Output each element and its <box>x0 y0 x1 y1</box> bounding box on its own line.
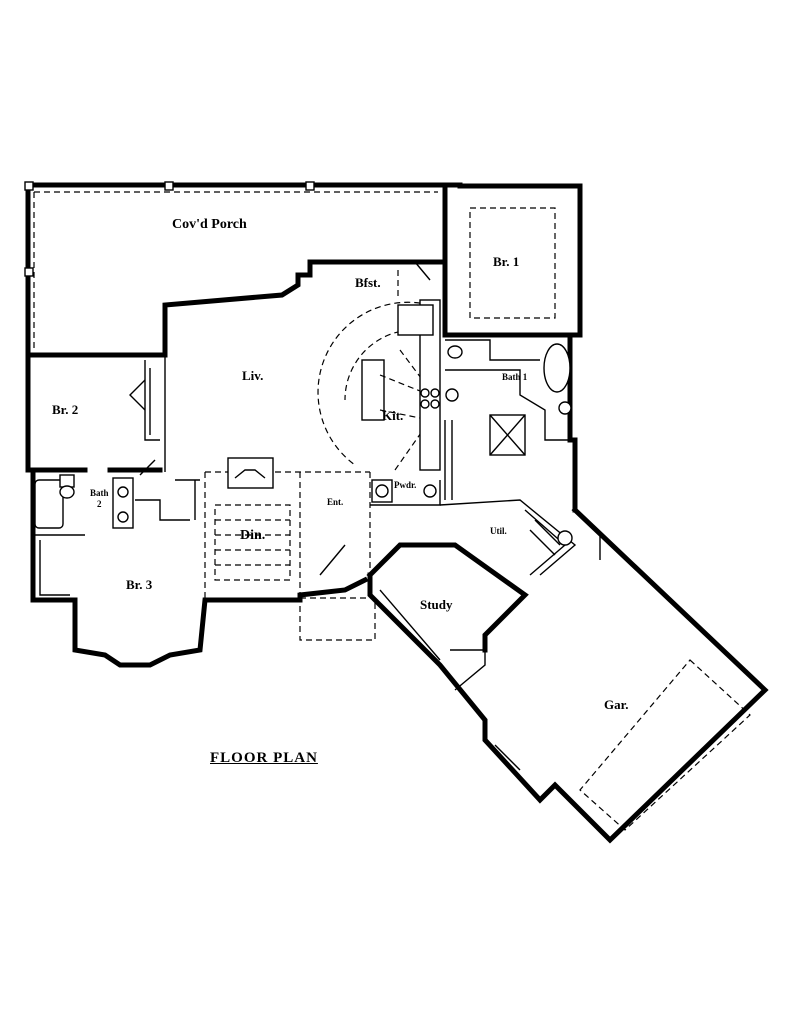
bedroom-2 <box>25 360 163 473</box>
label-gar: Gar. <box>604 697 628 712</box>
label-pwdr: Pwdr. <box>394 480 416 490</box>
kitchen <box>317 270 441 471</box>
label-bath1: Bath 1 <box>502 372 528 382</box>
study <box>366 542 529 691</box>
bedroom-3 <box>135 459 200 521</box>
dining-room <box>204 472 301 598</box>
bath-2 <box>34 474 134 596</box>
bedroom-1 <box>414 207 573 338</box>
label-util: Util. <box>490 526 507 536</box>
label-kit: Kit. <box>382 408 403 423</box>
label-br1: Br. 1 <box>493 254 519 269</box>
entry <box>299 472 376 641</box>
label-din: Din. <box>240 528 265 543</box>
utility-room <box>439 499 577 576</box>
label-bath2-line1: Bath <box>90 488 109 498</box>
label-br3: Br. 3 <box>126 577 153 592</box>
bath-1 <box>444 339 572 500</box>
label-bfst: Bfst. <box>355 275 381 290</box>
label-bath2-line2: 2 <box>97 499 102 509</box>
label-ent: Ent. <box>327 497 343 507</box>
garage <box>494 535 751 831</box>
label-study: Study <box>420 597 453 612</box>
covered-porch <box>24 181 448 358</box>
floor-plan-title: FLOOR PLAN <box>210 750 318 766</box>
living-room <box>164 305 370 473</box>
label-covd-porch: Cov'd Porch <box>172 217 247 232</box>
fireplace <box>227 457 274 489</box>
label-br2: Br. 2 <box>52 402 78 417</box>
exterior-walls <box>25 182 769 844</box>
label-liv: Liv. <box>242 368 263 383</box>
